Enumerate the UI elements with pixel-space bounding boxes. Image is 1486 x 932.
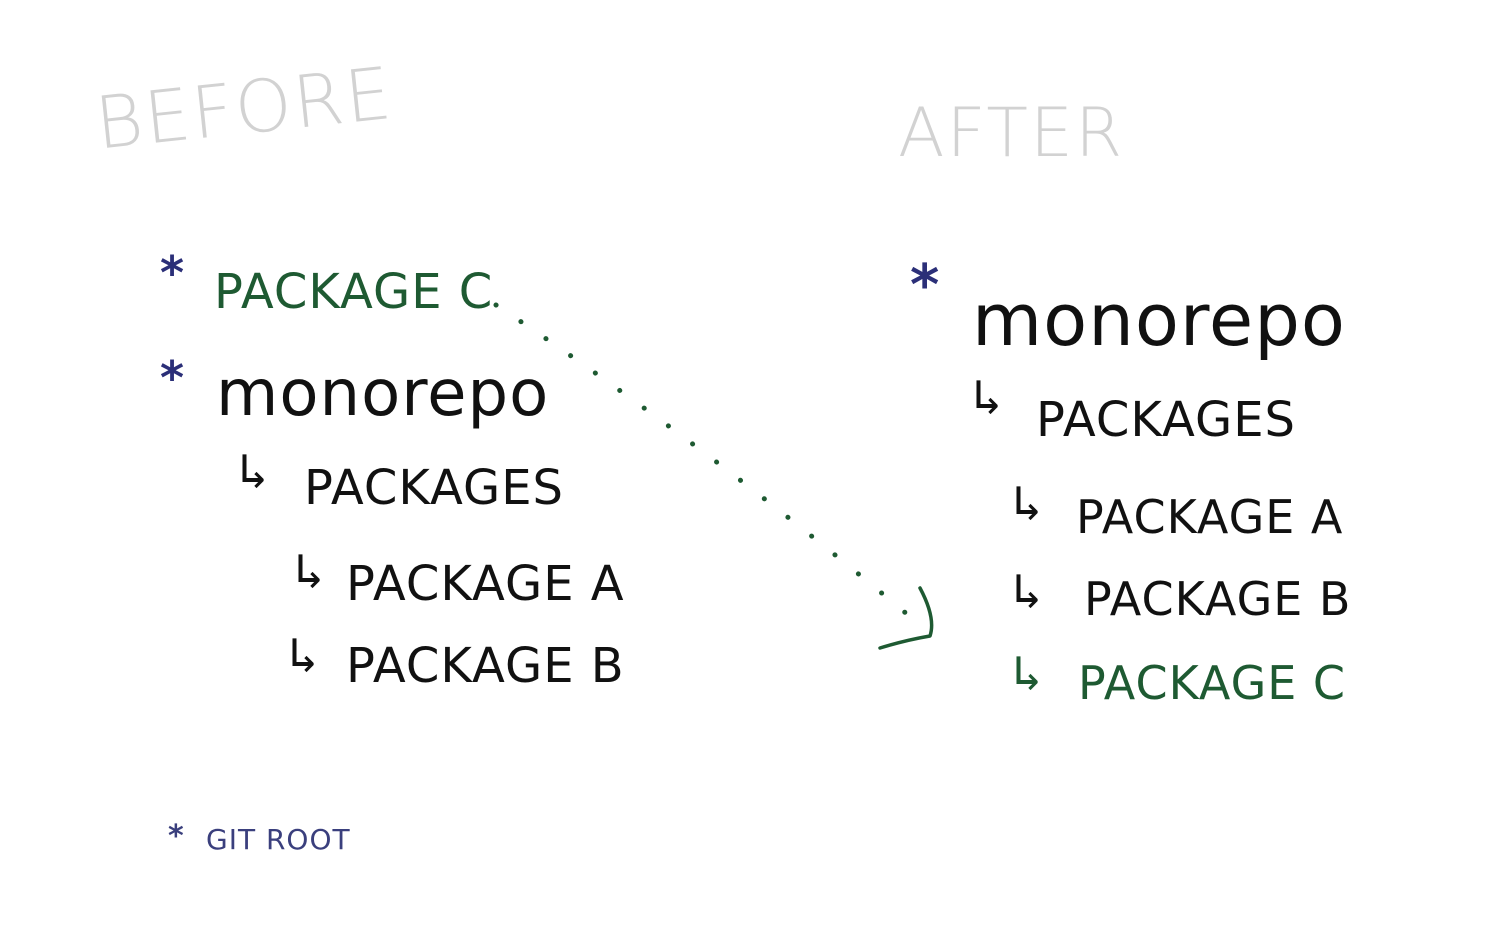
tree-arrow-icon: ↳ (1012, 474, 1043, 532)
legend-git-root: GIT ROOT (206, 823, 351, 856)
after-package-b: PACKAGE B (1084, 572, 1352, 626)
git-root-star-monorepo: * (160, 351, 185, 405)
after-package-c: PACKAGE C (1078, 656, 1347, 710)
git-root-star-package-c: * (160, 246, 185, 300)
before-package-c: PACKAGE C (214, 264, 494, 320)
before-heading: BEFORE (91, 50, 397, 166)
tree-arrow-icon: ↳ (288, 626, 319, 684)
tree-arrow-icon: ↳ (1012, 644, 1043, 702)
before-package-b: PACKAGE B (346, 638, 625, 694)
legend-star: * (168, 819, 184, 854)
before-monorepo: monorepo (216, 357, 550, 431)
tree-arrow-icon: ↳ (238, 442, 269, 500)
after-package-a: PACKAGE A (1076, 490, 1344, 544)
after-heading: AFTER (898, 94, 1125, 173)
after-monorepo: monorepo (972, 278, 1346, 362)
tree-arrow-icon: ↳ (972, 368, 1003, 426)
before-package-a: PACKAGE A (346, 556, 625, 612)
arrowhead-icon (878, 586, 934, 650)
tree-arrow-icon: ↳ (1012, 562, 1043, 620)
before-packages: PACKAGES (304, 460, 564, 516)
tree-arrow-icon: ↳ (294, 542, 325, 600)
git-root-star-after-monorepo: * (910, 253, 940, 318)
after-packages: PACKAGES (1036, 392, 1296, 448)
